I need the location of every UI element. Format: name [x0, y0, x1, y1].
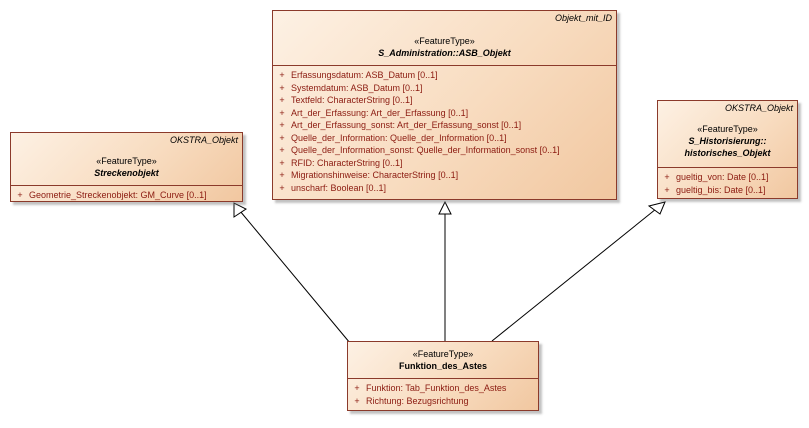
visibility-marker: + [279, 70, 285, 80]
attribute-compartment: + gueltig_von: Date [0..1] + gueltig_bis: … [658, 167, 797, 198]
generalization-arrowhead [233, 202, 247, 218]
generalization-to-asb-objekt[interactable] [438, 200, 452, 341]
class-historisches-objekt[interactable]: OKSTRA_Objekt «FeatureType» S_Historisie… [657, 100, 798, 199]
class-header: «FeatureType» Funktion_des_Astes [348, 342, 538, 378]
class-header: OKSTRA_Objekt «FeatureType» S_Historisie… [658, 101, 797, 167]
generalization-to-historisches-objekt[interactable] [491, 201, 666, 342]
visibility-marker: + [279, 145, 285, 155]
class-tag: Objekt_mit_ID [554, 13, 612, 23]
attribute-text: Erfassungsdatum: ASB_Datum [0..1] [291, 70, 438, 80]
visibility-marker: + [279, 107, 285, 118]
class-stereotype: «FeatureType» [414, 36, 475, 46]
attribute-row[interactable]: + Erfassungsdatum: ASB_Datum [0..1] [273, 69, 616, 82]
attribute-row[interactable]: + Art_der_Erfassung_sonst: Art_der_Erfass… [273, 119, 616, 132]
class-name: Funktion_des_Astes [398, 361, 488, 371]
attribute-row[interactable]: + RFID: CharacterString [0..1] [273, 157, 616, 170]
attribute-text: Migrationshinweise: CharacterString [0..… [291, 170, 459, 180]
class-header: Objekt_mit_ID «FeatureType» S_Administra… [273, 11, 616, 65]
generalization-arrowhead [647, 201, 666, 215]
class-stereotype: «FeatureType» [697, 124, 758, 134]
attribute-text: unscharf: Boolean [0..1] [291, 182, 387, 193]
attribute-row[interactable]: + Geometrie_Streckenobjekt: GM_Curve [0..… [11, 189, 242, 202]
attribute-row[interactable]: + gueltig_von: Date [0..1] [658, 171, 797, 184]
attribute-text: gueltig_von: Date [0..1] [676, 172, 769, 182]
attribute-row[interactable]: + gueltig_bis: Date [0..1] [658, 184, 797, 197]
attribute-compartment: + Funktion: Tab_Funktion_des_Astes + Richt… [348, 378, 538, 409]
class-name-line1: S_Historisierung:: [688, 136, 767, 146]
attribute-row[interactable]: + Funktion: Tab_Funktion_des_Astes [348, 382, 538, 395]
attribute-text: Textfeld: CharacterString [0..1] [291, 95, 413, 105]
visibility-marker: + [279, 132, 285, 143]
generalization-arrowhead [438, 200, 452, 215]
attribute-text: gueltig_bis: Date [0..1] [676, 184, 766, 195]
attribute-text: Systemdatum: ASB_Datum [0..1] [291, 82, 423, 93]
class-header: OKSTRA_Objekt «FeatureType» Streckenobje… [11, 133, 242, 185]
visibility-marker: + [664, 184, 670, 195]
attribute-text: RFID: CharacterString [0..1] [291, 157, 403, 168]
attribute-row[interactable]: + unscharf: Boolean [0..1] [273, 182, 616, 195]
attribute-row[interactable]: + Migrationshinweise: CharacterString [0.… [273, 169, 616, 182]
attribute-row[interactable]: + Quelle_der_Information_sonst: Quelle_de… [273, 144, 616, 157]
attribute-text: Geometrie_Streckenobjekt: GM_Curve [0..1… [29, 190, 207, 200]
visibility-marker: + [279, 95, 285, 105]
attribute-text: Richtung: Bezugsrichtung [366, 395, 469, 406]
class-stereotype: «FeatureType» [96, 156, 157, 166]
visibility-marker: + [279, 157, 285, 168]
visibility-marker: + [279, 182, 285, 193]
class-tag: OKSTRA_Objekt [169, 135, 238, 145]
attribute-text: Funktion: Tab_Funktion_des_Astes [366, 383, 507, 393]
visibility-marker: + [354, 383, 360, 393]
class-name: S_Administration::ASB_Objekt [378, 48, 511, 58]
attribute-row[interactable]: + Quelle_der_Information: Quelle_der_Info… [273, 132, 616, 145]
visibility-marker: + [17, 190, 23, 200]
attribute-text: Art_der_Erfassung: Art_der_Erfassung [0.… [291, 107, 469, 118]
visibility-marker: + [354, 395, 360, 406]
attribute-compartment: + Geometrie_Streckenobjekt: GM_Curve [0..… [11, 185, 242, 204]
attribute-compartment: + Erfassungsdatum: ASB_Datum [0..1] + Syst… [273, 65, 616, 196]
attribute-text: Quelle_der_Information_sonst: Quelle_der… [291, 145, 560, 155]
attribute-row[interactable]: + Systemdatum: ASB_Datum [0..1] [273, 82, 616, 95]
generalization-to-streckenobjekt[interactable] [233, 202, 351, 344]
class-asb-objekt[interactable]: Objekt_mit_ID «FeatureType» S_Administra… [272, 10, 617, 200]
attribute-row[interactable]: + Richtung: Bezugsrichtung [348, 395, 538, 408]
visibility-marker: + [664, 172, 670, 182]
class-stereotype: «FeatureType» [412, 349, 474, 359]
class-tag: OKSTRA_Objekt [724, 103, 793, 113]
visibility-marker: + [279, 82, 285, 93]
class-streckenobjekt[interactable]: OKSTRA_Objekt «FeatureType» Streckenobje… [10, 132, 243, 202]
attribute-text: Art_der_Erfassung_sonst: Art_der_Erfassu… [291, 120, 522, 130]
visibility-marker: + [279, 170, 285, 180]
class-name-line2: historisches_Objekt [684, 148, 771, 158]
class-funktion-des-astes[interactable]: «FeatureType» Funktion_des_Astes + Funkti… [347, 341, 539, 411]
class-name: Streckenobjekt [94, 168, 159, 178]
attribute-text: Quelle_der_Information: Quelle_der_Infor… [291, 132, 507, 143]
attribute-row[interactable]: + Art_der_Erfassung: Art_der_Erfassung [0… [273, 107, 616, 120]
attribute-row[interactable]: + Textfeld: CharacterString [0..1] [273, 94, 616, 107]
visibility-marker: + [279, 120, 285, 130]
